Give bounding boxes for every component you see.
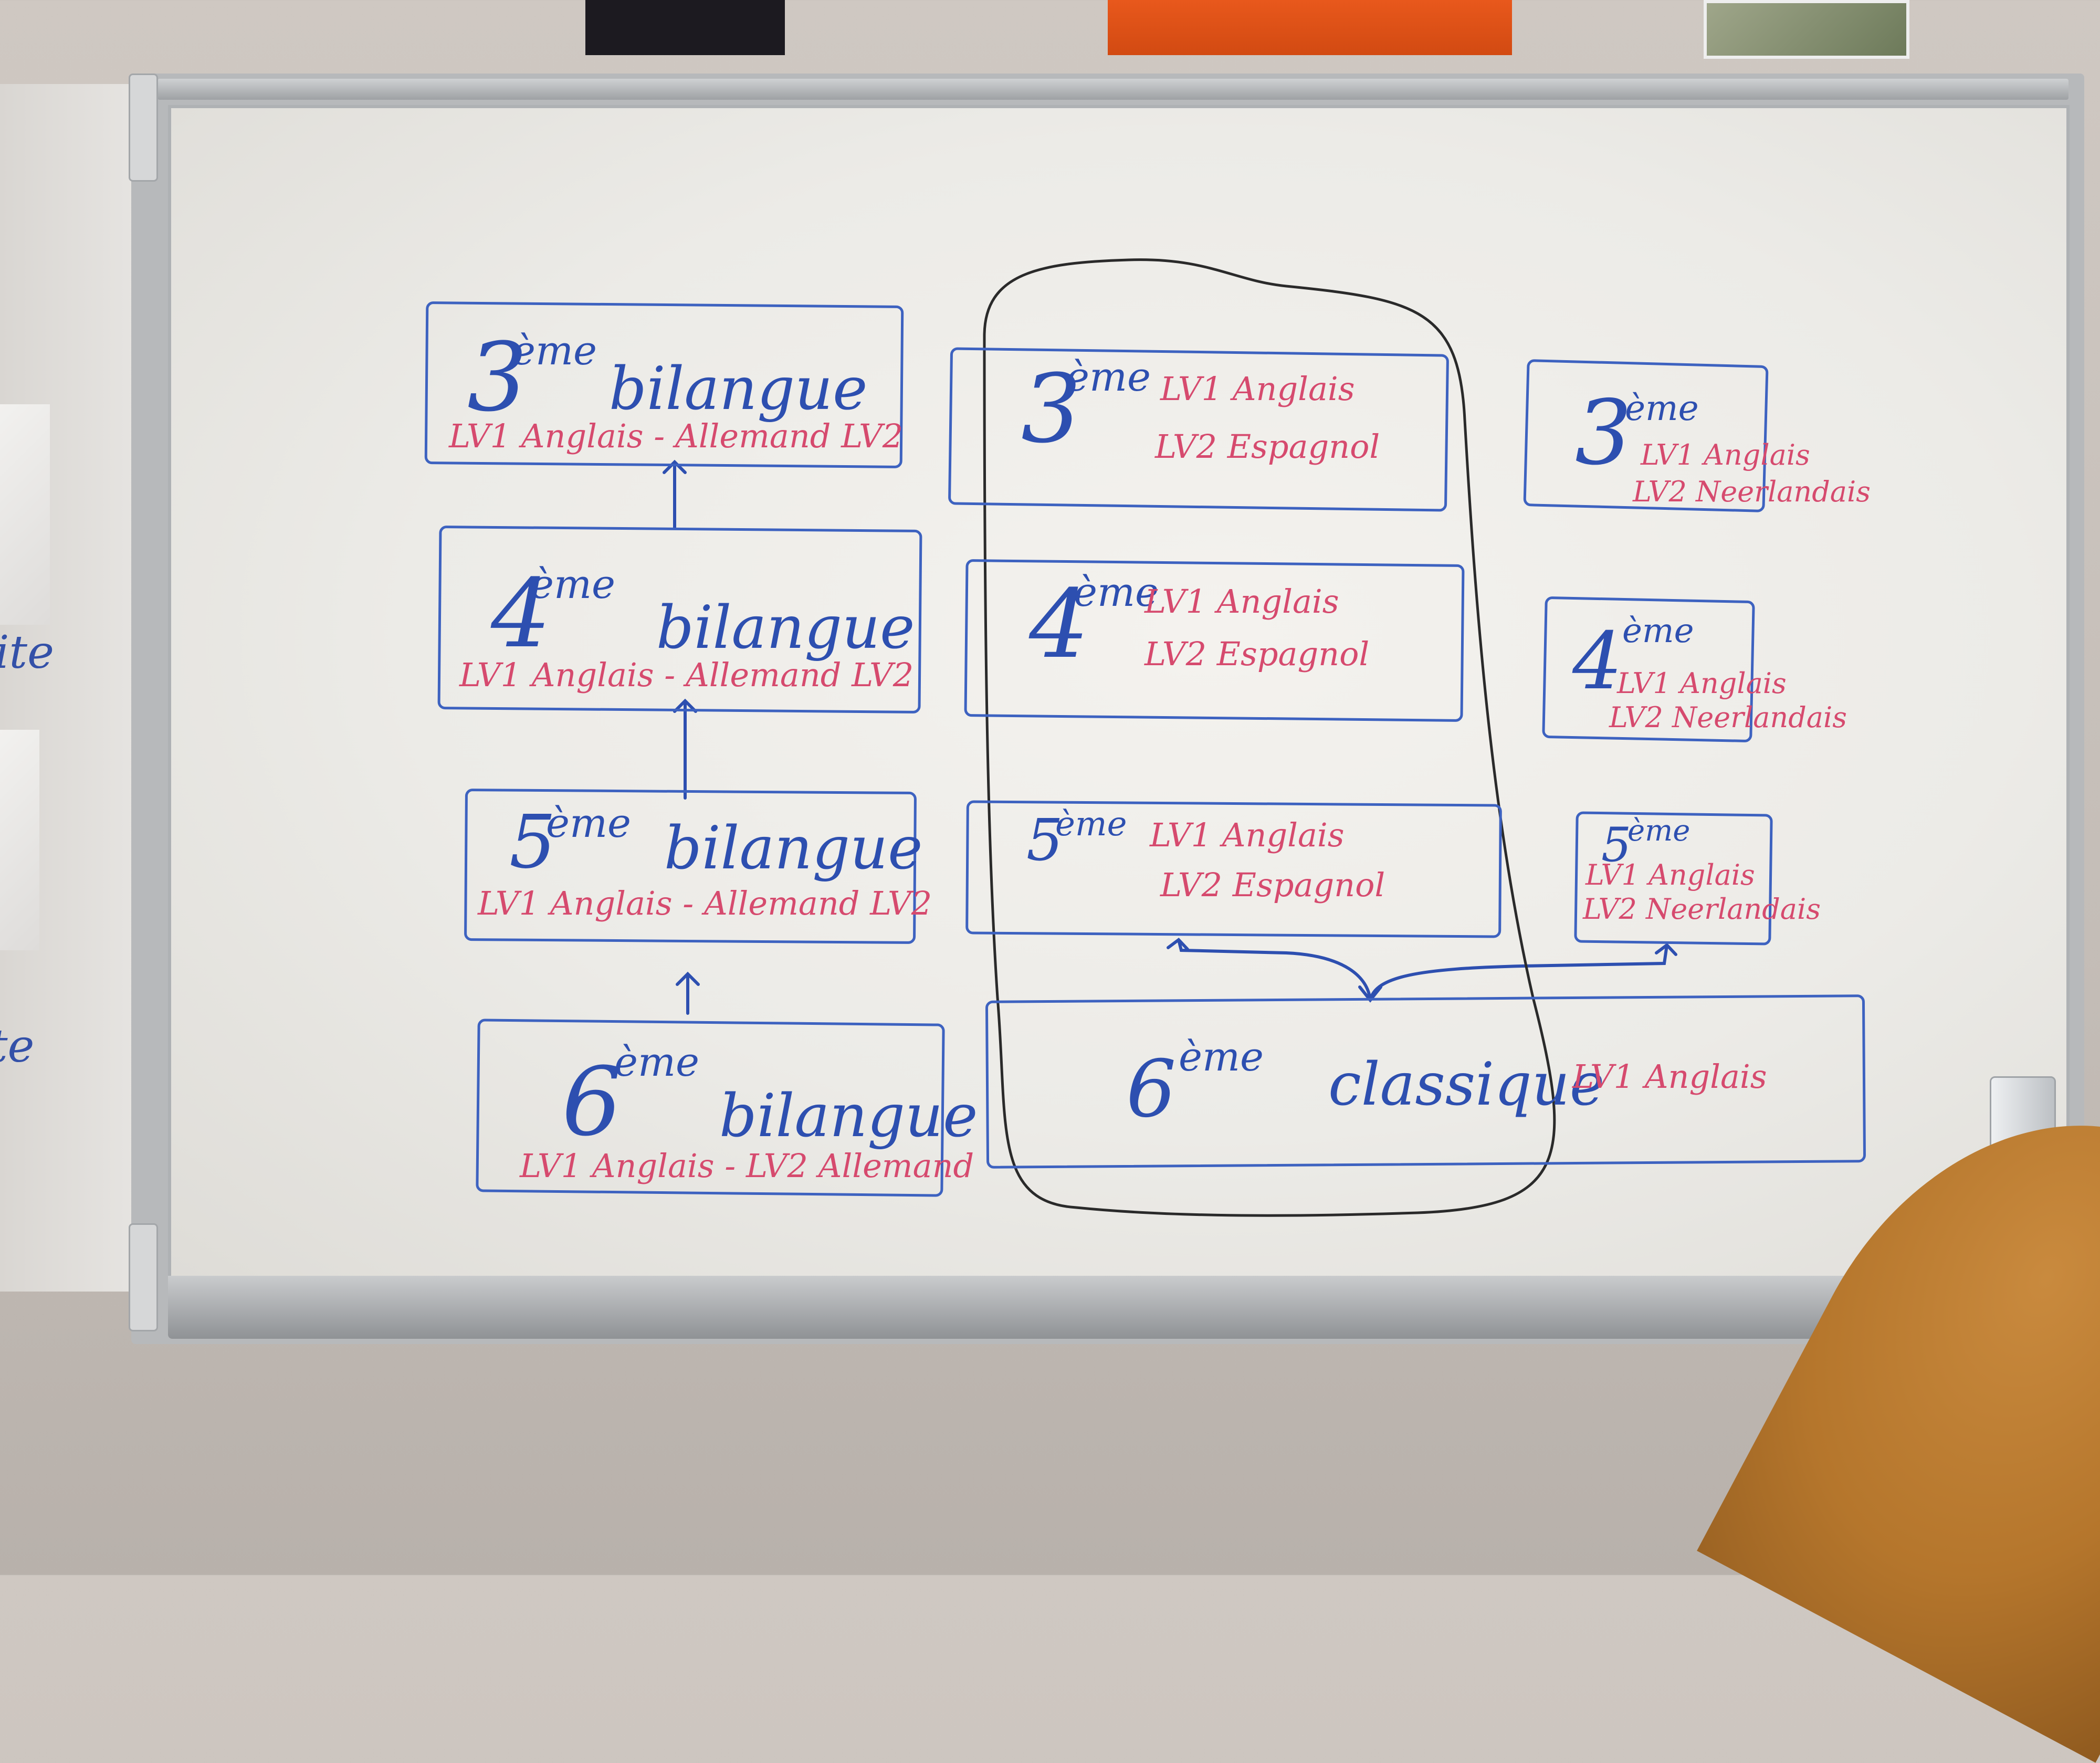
label-3-bilangue: bilangue bbox=[609, 355, 868, 423]
sup-4-neerlandais: ème bbox=[1622, 612, 1694, 650]
grade-6-bilangue: 6 bbox=[562, 1047, 622, 1157]
langs-6-bilangue: LV1 Anglais - LV2 Allemand bbox=[520, 1147, 974, 1185]
langs-3-bilangue: LV1 Anglais - Allemand LV2 bbox=[449, 417, 904, 455]
lv2-5-espagnol: LV2 Espagnol bbox=[1160, 866, 1385, 904]
grade-3-neerlandais: 3 bbox=[1575, 381, 1632, 485]
label-6-classique: classique bbox=[1328, 1051, 1605, 1119]
grade-6-classique: 6 bbox=[1126, 1044, 1177, 1135]
sup-4-espagnol: ème bbox=[1074, 569, 1159, 615]
lv2-4-neerlandais: LV2 Neerlandais bbox=[1609, 701, 1847, 734]
label-4-bilangue: bilangue bbox=[656, 594, 915, 662]
sup-6-bilangue: ème bbox=[614, 1038, 700, 1085]
top-rail bbox=[158, 79, 2068, 100]
left-board-text-1: ite bbox=[0, 626, 54, 679]
sup-4-bilangue: ème bbox=[530, 561, 616, 607]
hinge-top bbox=[129, 74, 158, 182]
lv1-5-neerlandais: LV1 Anglais bbox=[1586, 858, 1755, 891]
lv2-5-neerlandais: LV2 Neerlandais bbox=[1583, 893, 1821, 926]
grade-5-espagnol: 5 bbox=[1026, 806, 1063, 874]
sup-3-espagnol: ème bbox=[1066, 353, 1151, 400]
label-5-bilangue: bilangue bbox=[664, 814, 923, 883]
lv1-5-espagnol: LV1 Anglais bbox=[1150, 816, 1345, 854]
hinge-bottom bbox=[129, 1223, 158, 1331]
lv2-4-espagnol: LV2 Espagnol bbox=[1144, 635, 1370, 673]
left-board-paper-top bbox=[0, 404, 50, 625]
langs-6-classique: LV1 Anglais bbox=[1572, 1057, 1767, 1096]
marker-tray bbox=[168, 1276, 2074, 1339]
whiteboard bbox=[168, 105, 2070, 1282]
lv1-4-neerlandais: LV1 Anglais bbox=[1617, 667, 1787, 700]
sup-5-espagnol: ème bbox=[1055, 805, 1127, 844]
black-outline-spanish-track bbox=[983, 258, 1556, 1217]
lv1-3-neerlandais: LV1 Anglais bbox=[1641, 438, 1810, 471]
grade-3-bilangue: 3 bbox=[467, 323, 528, 433]
langs-5-bilangue: LV1 Anglais - Allemand LV2 bbox=[478, 884, 932, 922]
lv1-3-espagnol: LV1 Anglais bbox=[1160, 370, 1355, 408]
orange-poster bbox=[1108, 0, 1512, 55]
label-6-bilangue: bilangue bbox=[719, 1082, 978, 1150]
grade-5-bilangue: 5 bbox=[509, 800, 556, 885]
dark-poster bbox=[585, 0, 785, 55]
grade-4-neerlandais: 4 bbox=[1572, 616, 1623, 707]
sup-3-bilangue: ème bbox=[512, 327, 597, 374]
arrow-4-to-3 bbox=[663, 459, 687, 529]
lv2-3-espagnol: LV2 Espagnol bbox=[1155, 427, 1380, 466]
sup-5-neerlandais: ème bbox=[1628, 814, 1690, 848]
langs-4-bilangue: LV1 Anglais - Allemand LV2 bbox=[459, 656, 914, 694]
lv2-3-neerlandais: LV2 Neerlandais bbox=[1633, 475, 1871, 508]
grade-4-bilangue: 4 bbox=[491, 559, 551, 669]
grade-4-espagnol: 4 bbox=[1029, 570, 1089, 679]
grade-5-neerlandais: 5 bbox=[1601, 817, 1632, 873]
left-board-paper-bottom bbox=[0, 730, 39, 950]
grade-3-espagnol: 3 bbox=[1021, 354, 1082, 464]
arrow-branch bbox=[1167, 937, 1677, 1003]
arrow-6-to-5 bbox=[676, 971, 700, 1015]
left-board-text-2: te bbox=[0, 1020, 35, 1073]
arrow-5-to-4 bbox=[673, 698, 697, 800]
whiteboard-drawings bbox=[663, 258, 1677, 1217]
lv1-4-espagnol: LV1 Anglais bbox=[1144, 582, 1339, 621]
sup-3-neerlandais: ème bbox=[1625, 388, 1699, 428]
sup-5-bilangue: ème bbox=[546, 800, 632, 846]
photo-poster bbox=[1704, 0, 1909, 59]
sup-6-classique: ème bbox=[1179, 1033, 1264, 1080]
